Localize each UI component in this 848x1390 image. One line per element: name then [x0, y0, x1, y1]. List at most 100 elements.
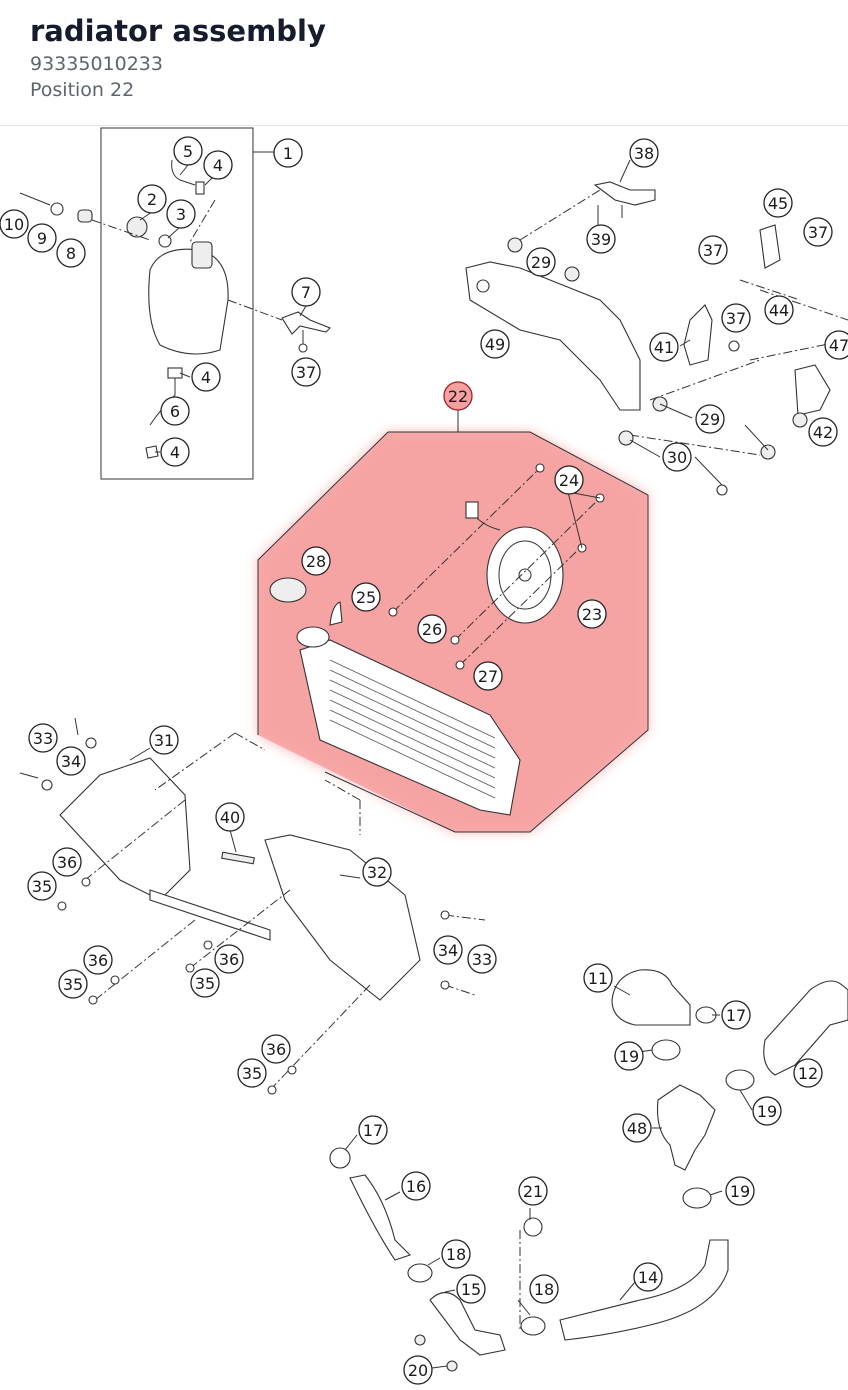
callout-20[interactable]: 20: [403, 1355, 433, 1385]
callout-39[interactable]: 39: [586, 224, 616, 254]
callout-label: 28: [306, 552, 326, 571]
callout-23[interactable]: 23: [577, 599, 607, 629]
callout-label: 19: [757, 1102, 777, 1121]
callout-4-3[interactable]: 4: [160, 437, 190, 467]
exploded-parts-diagram: 1234445678910111214151617171818191919202…: [0, 127, 848, 1385]
callout-label: 49: [485, 335, 505, 354]
callout-15[interactable]: 15: [456, 1274, 486, 1304]
callout-19-3[interactable]: 19: [725, 1176, 755, 1206]
position-label: Position 22: [30, 79, 135, 101]
callout-label: 11: [588, 969, 608, 988]
callout-10[interactable]: 10: [0, 209, 29, 239]
header: radiator assembly 93335010233 Position 2…: [0, 0, 848, 126]
callout-33-2[interactable]: 33: [467, 944, 497, 974]
callout-37-2[interactable]: 37: [803, 217, 833, 247]
callout-4[interactable]: 4: [203, 150, 233, 180]
callout-label: 38: [634, 144, 654, 163]
callout-9[interactable]: 9: [27, 223, 57, 253]
callout-21[interactable]: 21: [518, 1176, 548, 1206]
callout-26[interactable]: 26: [417, 614, 447, 644]
callout-layer: 1234445678910111214151617171818191919202…: [0, 136, 848, 1385]
callout-label: 1: [283, 144, 293, 163]
callout-7[interactable]: 7: [291, 277, 321, 307]
callout-37-4[interactable]: 37: [291, 357, 321, 387]
callout-35-4[interactable]: 35: [237, 1058, 267, 1088]
callout-37[interactable]: 37: [698, 235, 728, 265]
callout-11[interactable]: 11: [583, 963, 613, 993]
callout-18[interactable]: 18: [441, 1239, 471, 1269]
callout-30[interactable]: 30: [662, 442, 692, 472]
coolant-hoses: [329, 969, 848, 1372]
callout-35[interactable]: 35: [27, 871, 57, 901]
callout-48[interactable]: 48: [622, 1113, 652, 1143]
callout-label: 29: [700, 410, 720, 429]
callout-12[interactable]: 12: [793, 1058, 823, 1088]
callout-40[interactable]: 40: [215, 802, 245, 832]
callout-label: 8: [66, 244, 76, 263]
callout-24[interactable]: 24: [554, 465, 584, 495]
callout-label: 31: [154, 731, 174, 750]
callout-label: 19: [619, 1047, 639, 1066]
callout-5[interactable]: 5: [173, 136, 203, 166]
callout-37-3[interactable]: 37: [721, 303, 751, 333]
callout-label: 33: [33, 729, 53, 748]
callout-6[interactable]: 6: [160, 396, 190, 426]
callout-32[interactable]: 32: [362, 857, 392, 887]
callout-22[interactable]: 22: [443, 381, 473, 411]
callout-34[interactable]: 34: [56, 746, 86, 776]
callout-36-3[interactable]: 36: [214, 944, 244, 974]
callout-label: 44: [769, 301, 789, 320]
callout-49[interactable]: 49: [480, 329, 510, 359]
bracket-7: [227, 299, 331, 353]
callout-36-4[interactable]: 36: [261, 1034, 291, 1064]
callout-17-2[interactable]: 17: [358, 1115, 388, 1145]
callout-36[interactable]: 36: [52, 847, 82, 877]
callout-35-2[interactable]: 35: [58, 969, 88, 999]
callout-27[interactable]: 27: [473, 661, 503, 691]
callout-label: 35: [242, 1064, 262, 1083]
callout-label: 4: [213, 156, 223, 175]
callout-25[interactable]: 25: [351, 582, 381, 612]
callout-14[interactable]: 14: [633, 1262, 663, 1292]
callout-label: 48: [627, 1119, 647, 1138]
callout-45[interactable]: 45: [763, 188, 793, 218]
callout-label: 18: [446, 1245, 466, 1264]
callout-18-2[interactable]: 18: [529, 1274, 559, 1304]
callout-17[interactable]: 17: [721, 1000, 751, 1030]
callout-label: 36: [57, 853, 77, 872]
callout-38[interactable]: 38: [629, 138, 659, 168]
callout-31[interactable]: 31: [149, 725, 179, 755]
callout-label: 37: [808, 223, 828, 242]
upper-brackets: [465, 181, 848, 496]
callout-35-3[interactable]: 35: [190, 968, 220, 998]
callout-16[interactable]: 16: [401, 1171, 431, 1201]
callout-44[interactable]: 44: [764, 295, 794, 325]
callout-label: 36: [219, 950, 239, 969]
callout-42[interactable]: 42: [808, 417, 838, 447]
callout-4-2[interactable]: 4: [191, 362, 221, 392]
callout-label: 30: [667, 448, 687, 467]
callout-33[interactable]: 33: [28, 723, 58, 753]
callout-label: 3: [176, 205, 186, 224]
callout-label: 5: [183, 142, 193, 161]
callout-label: 19: [730, 1182, 750, 1201]
callout-label: 27: [478, 667, 498, 686]
callout-label: 41: [654, 338, 674, 357]
callout-36-2[interactable]: 36: [83, 945, 113, 975]
callout-47[interactable]: 47: [824, 330, 848, 360]
callout-label: 2: [147, 190, 157, 209]
callout-2[interactable]: 2: [137, 184, 167, 214]
callout-19-2[interactable]: 19: [752, 1096, 782, 1126]
callout-3[interactable]: 3: [166, 199, 196, 229]
callout-28[interactable]: 28: [301, 546, 331, 576]
callout-41[interactable]: 41: [649, 332, 679, 362]
callout-8[interactable]: 8: [56, 238, 86, 268]
callout-29-2[interactable]: 29: [695, 404, 725, 434]
callout-1[interactable]: 1: [273, 138, 303, 168]
callout-34-2[interactable]: 34: [433, 935, 463, 965]
callout-label: 21: [523, 1182, 543, 1201]
callout-label: 32: [367, 863, 387, 882]
callout-29[interactable]: 29: [526, 247, 556, 277]
callout-19[interactable]: 19: [614, 1041, 644, 1071]
callout-label: 45: [768, 194, 788, 213]
